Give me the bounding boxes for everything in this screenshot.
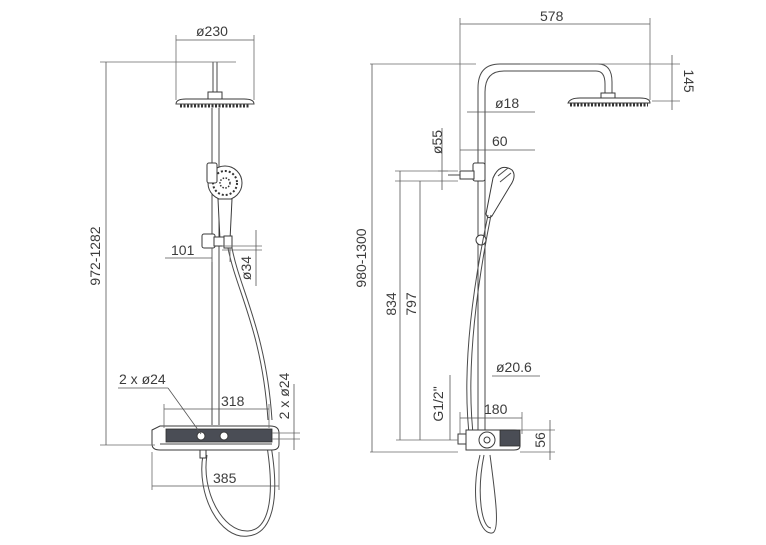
side-hand-shower bbox=[485, 166, 515, 219]
label-holder-diameter: ø55 bbox=[429, 130, 445, 154]
label-height-range-left: 972-1282 bbox=[87, 226, 103, 285]
label-slider-diameter: ø34 bbox=[238, 256, 254, 280]
label-arm-offset-101: 101 bbox=[171, 242, 195, 258]
thermostat-shelf bbox=[151, 425, 280, 459]
overhead-shower-head bbox=[175, 62, 255, 108]
label-arm-length: 578 bbox=[540, 8, 564, 24]
side-view: 578 145 ø18 ø55 60 980-1300 834 797 ø20.… bbox=[353, 8, 697, 534]
label-width-385: 385 bbox=[213, 470, 237, 486]
label-head-diameter: ø230 bbox=[196, 23, 228, 39]
label-thread: G1/2" bbox=[430, 386, 446, 421]
side-slider bbox=[475, 234, 487, 246]
label-width-318: 318 bbox=[221, 393, 245, 409]
side-hand-shower-holder bbox=[448, 162, 486, 182]
label-height-797: 797 bbox=[403, 292, 419, 316]
label-holder-offset: 60 bbox=[492, 133, 508, 149]
label-rail-diameter: ø18 bbox=[495, 95, 519, 111]
front-view: ø230 972-1282 101 ø34 2 x ø24 318 2 x ø2… bbox=[87, 23, 300, 537]
label-height-834: 834 bbox=[383, 292, 399, 316]
label-depth-180: 180 bbox=[484, 401, 508, 417]
label-height-range-right: 980-1300 bbox=[353, 228, 369, 287]
side-rail-and-arm bbox=[477, 63, 651, 440]
side-thermostat bbox=[457, 429, 521, 451]
label-inlets-left: 2 x ø24 bbox=[119, 371, 166, 387]
shower-hose bbox=[201, 247, 276, 537]
side-dimensions bbox=[370, 18, 680, 460]
label-bar-diameter: ø20.6 bbox=[496, 359, 532, 375]
front-dimensions bbox=[100, 35, 300, 490]
shower-rail bbox=[211, 108, 220, 425]
label-inlets-right: 2 x ø24 bbox=[276, 372, 292, 419]
hand-shower bbox=[206, 162, 243, 241]
slider bbox=[201, 233, 233, 249]
label-head-height: 145 bbox=[681, 69, 697, 93]
label-height-56: 56 bbox=[532, 432, 548, 448]
